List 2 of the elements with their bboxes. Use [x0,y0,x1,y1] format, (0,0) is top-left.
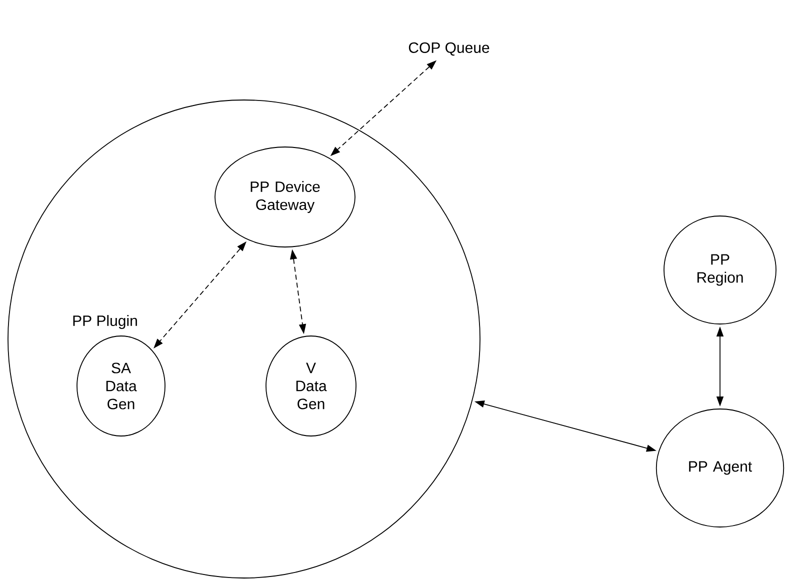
circle-label: PP Plugin [73,315,137,329]
queue-label: COP Queue [408,42,490,56]
